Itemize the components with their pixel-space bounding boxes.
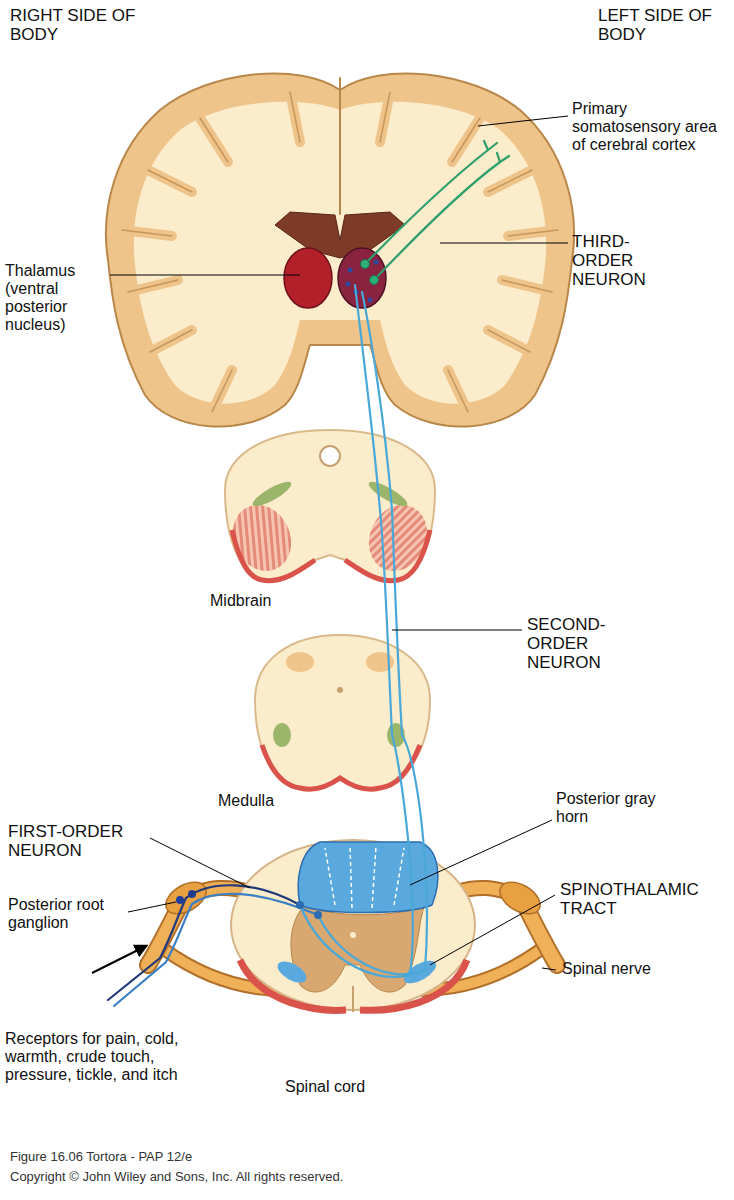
substantia-nigra bbox=[250, 478, 294, 510]
brain-sulcus bbox=[448, 370, 468, 412]
leader-line bbox=[410, 820, 552, 885]
posterior-root-ganglion bbox=[494, 876, 545, 921]
brain-sulcus bbox=[290, 92, 300, 142]
brain-sulcus bbox=[212, 370, 232, 412]
brain-sulcus bbox=[122, 230, 172, 236]
lamina-line bbox=[394, 848, 404, 905]
brain-gyrus bbox=[290, 92, 300, 142]
leader-line bbox=[392, 630, 522, 631]
brain-gyrus bbox=[488, 170, 532, 192]
posterior-gray-horn bbox=[298, 842, 438, 913]
cerebral-aqueduct bbox=[320, 446, 340, 466]
second-order-cell-body bbox=[314, 911, 322, 919]
brain-gyrus bbox=[122, 230, 172, 236]
leader-line bbox=[150, 838, 250, 888]
synapse-dot bbox=[374, 260, 379, 265]
brain-sulcus bbox=[452, 118, 480, 162]
brain-sulcus bbox=[488, 170, 532, 192]
leader-line bbox=[128, 902, 176, 912]
spinal-cord-section bbox=[231, 840, 475, 1010]
thalamus-right bbox=[284, 248, 332, 308]
first-order-axon bbox=[114, 894, 318, 1006]
section-label: Spinal cord bbox=[285, 1078, 425, 1096]
synapse-dot bbox=[368, 298, 373, 303]
leader-line bbox=[440, 243, 568, 244]
brain-gyrus bbox=[508, 230, 558, 236]
second-order-cell-body bbox=[296, 901, 304, 909]
leader-line bbox=[542, 968, 556, 970]
medulla-nucleus bbox=[286, 652, 314, 672]
first-order-axon bbox=[108, 885, 300, 1000]
part-label: Spinal nerve bbox=[562, 960, 682, 978]
lamina-line bbox=[325, 848, 335, 905]
side-heading: RIGHT SIDE OF BODY bbox=[10, 6, 180, 44]
brain-sulcus bbox=[150, 330, 192, 352]
neuron-label: FIRST-ORDER NEURON bbox=[8, 822, 148, 860]
part-label: Posterior root ganglion bbox=[8, 896, 138, 932]
brain-gyrus bbox=[380, 92, 390, 142]
lamina-line bbox=[350, 846, 352, 908]
brain-gyrus bbox=[212, 370, 232, 412]
leader-line bbox=[478, 116, 568, 126]
thalamus-left bbox=[338, 248, 386, 308]
part-label: Posterior gray horn bbox=[556, 790, 676, 826]
lateral-ventricle bbox=[275, 212, 405, 258]
second-order-axon bbox=[318, 292, 427, 974]
longitudinal-fissure bbox=[339, 78, 341, 214]
third-order-axon bbox=[374, 162, 500, 280]
brain-sulcus bbox=[148, 170, 192, 192]
midbrain-rim bbox=[232, 530, 430, 581]
section-label: Midbrain bbox=[210, 592, 330, 610]
central-canal bbox=[337, 687, 343, 693]
brain-gyrus bbox=[488, 330, 530, 352]
lamina-line bbox=[372, 846, 376, 908]
brain-sulcus bbox=[380, 92, 390, 142]
brain-gyrus bbox=[452, 118, 480, 162]
part-label: Primary somatosensory area of cerebral c… bbox=[572, 100, 722, 154]
central-canal bbox=[350, 932, 356, 938]
third-order-cell-body bbox=[370, 276, 379, 285]
part-label: Thalamus (ventral posterior nucleus) bbox=[5, 262, 115, 334]
brain-sulcus bbox=[502, 280, 552, 292]
brain-sulcus bbox=[488, 330, 530, 352]
section-label: Medulla bbox=[218, 792, 338, 810]
brain-cortex bbox=[106, 73, 574, 426]
neuron-label: SECOND-ORDER NEURON bbox=[527, 615, 637, 673]
third-order-axon bbox=[365, 150, 488, 264]
figure-caption: Figure 16.06 Tortora - PAP 12/e bbox=[10, 1150, 610, 1165]
brain-gyrus bbox=[148, 170, 192, 192]
leader-line bbox=[430, 895, 555, 965]
synapse-dot bbox=[346, 282, 351, 287]
anterior-median-fissure bbox=[352, 986, 354, 1012]
olive bbox=[273, 723, 291, 747]
brain-gyrus bbox=[502, 280, 552, 292]
brain-gyrus bbox=[128, 280, 178, 292]
substantia-nigra bbox=[366, 478, 410, 510]
synapse-dot bbox=[348, 268, 353, 273]
receptor-note: Receptors for pain, cold, warmth, crude … bbox=[5, 1030, 180, 1084]
brain-sulcus bbox=[508, 230, 558, 236]
stimulus-arrow bbox=[92, 946, 146, 973]
medulla-section bbox=[255, 635, 430, 789]
side-heading: LEFT SIDE OF BODY bbox=[598, 6, 728, 44]
brain-sulcus bbox=[200, 118, 228, 162]
spinothalamic-tract-area bbox=[274, 957, 310, 987]
brain-sulcus bbox=[128, 280, 178, 292]
brain-gyrus bbox=[150, 330, 192, 352]
tract-label: SPINOTHALAMIC TRACT bbox=[560, 880, 725, 918]
axon-terminal bbox=[497, 153, 509, 162]
axon-terminal bbox=[484, 141, 497, 150]
leader-line bbox=[110, 275, 300, 276]
neuron-label: THIRD-ORDER NEURON bbox=[572, 232, 667, 290]
brain-gyrus bbox=[200, 118, 228, 162]
copyright-note: Copyright © John Wiley and Sons, Inc. Al… bbox=[10, 1170, 610, 1185]
third-order-cell-body bbox=[361, 260, 370, 269]
brain-gyrus bbox=[448, 370, 468, 412]
